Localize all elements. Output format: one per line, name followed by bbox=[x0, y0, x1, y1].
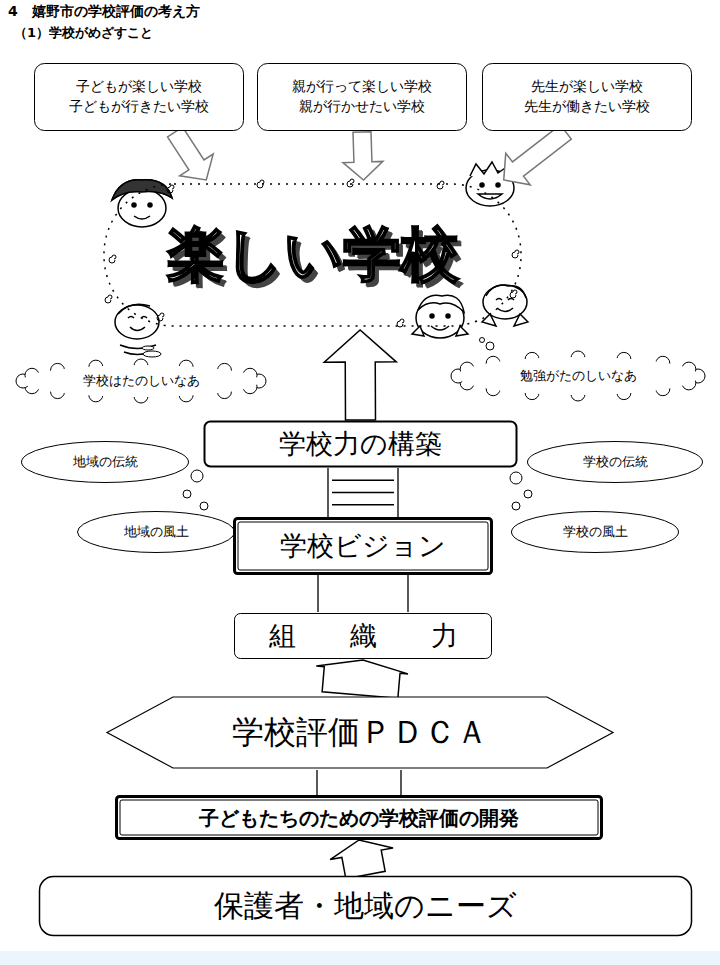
connector bbox=[318, 575, 408, 612]
node-text: 子どもが行きたい学校 bbox=[69, 97, 209, 117]
process-box: 学校力の構築 bbox=[203, 420, 518, 468]
connector bbox=[343, 132, 383, 180]
node-text: 地域の伝統 bbox=[73, 453, 138, 471]
connector bbox=[328, 468, 398, 517]
node-text: 学校評価ＰＤＣＡ bbox=[232, 710, 488, 755]
speech-cloud: 学校はたのしいなあ bbox=[15, 360, 267, 402]
child-face bbox=[482, 285, 528, 326]
node-text: 組 織 力 bbox=[269, 617, 458, 655]
node-text: 学校ビジョン bbox=[280, 527, 446, 565]
child-face bbox=[112, 180, 172, 227]
node-text: 学校はたのしいなあ bbox=[83, 372, 200, 390]
connector bbox=[316, 660, 408, 698]
connector bbox=[317, 770, 401, 795]
thought-dots bbox=[183, 470, 532, 510]
headline-text: 楽しい学校 bbox=[167, 214, 459, 295]
node-text: 地域の風土 bbox=[124, 523, 189, 541]
node-text: 保護者・地域のニーズ bbox=[214, 885, 517, 927]
node-text: 親が行って楽しい学校 bbox=[292, 77, 432, 97]
title: 4 嬉野市の学校評価の考え方 bbox=[8, 3, 200, 21]
process-box: 子どもたちのための学校評価の開発 bbox=[115, 795, 603, 840]
process-box: 保護者・地域のニーズ bbox=[38, 875, 693, 937]
oval-bubble: 学校の伝統 bbox=[526, 440, 704, 484]
bubble-tail bbox=[142, 338, 494, 358]
goal-cloud: 楽しい学校 bbox=[100, 180, 525, 330]
connector bbox=[504, 125, 572, 185]
bottom-band bbox=[0, 951, 720, 965]
node-text: 学校の伝統 bbox=[583, 453, 648, 471]
subheading: （1）学校がめざすこと bbox=[14, 24, 153, 42]
node-text: 学校力の構築 bbox=[279, 425, 442, 463]
process-box: 親が行って楽しい学校親が行かせたい学校 bbox=[256, 62, 468, 132]
connector bbox=[324, 330, 396, 420]
connector bbox=[167, 127, 213, 180]
process-box: 子どもが楽しい学校子どもが行きたい学校 bbox=[33, 62, 245, 132]
oval-bubble: 地域の風土 bbox=[76, 510, 236, 554]
node-outline bbox=[481, 62, 693, 132]
process-box: 組 織 力 bbox=[233, 612, 493, 660]
node-outline bbox=[256, 62, 468, 132]
oval-bubble: 学校の風土 bbox=[510, 510, 680, 554]
node-text: 学校の風土 bbox=[563, 523, 628, 541]
node-text: 先生が楽しい学校 bbox=[531, 77, 643, 97]
node-text: 勉強がたのしいなあ bbox=[520, 367, 637, 385]
process-box: 学校ビジョン bbox=[233, 517, 493, 575]
speech-cloud: 勉強がたのしいなあ bbox=[450, 352, 706, 400]
process-box: 先生が楽しい学校先生が働きたい学校 bbox=[481, 62, 693, 132]
child-face bbox=[115, 304, 159, 354]
node-text: 子どもたちのための学校評価の開発 bbox=[199, 804, 519, 832]
node-text: 子どもが楽しい学校 bbox=[76, 77, 202, 97]
node-outline bbox=[33, 62, 245, 132]
child-face bbox=[412, 295, 468, 338]
oval-bubble: 地域の伝統 bbox=[20, 440, 190, 484]
node-text: 先生が働きたい学校 bbox=[524, 97, 650, 117]
hexagon-box: 学校評価ＰＤＣＡ bbox=[105, 695, 615, 770]
node-text: 親が行かせたい学校 bbox=[299, 97, 425, 117]
connector bbox=[330, 840, 393, 879]
